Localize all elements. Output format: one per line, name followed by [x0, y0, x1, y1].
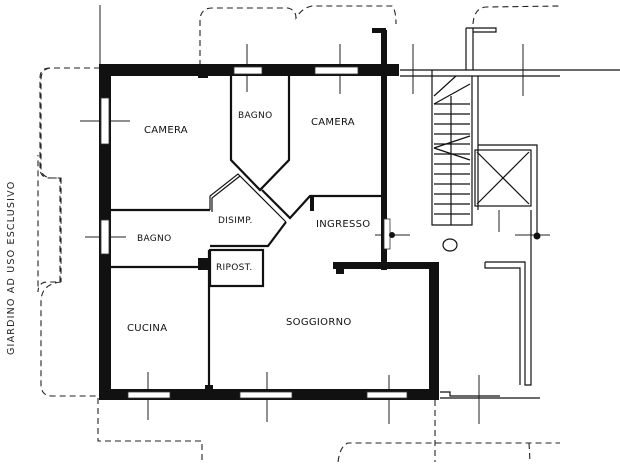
room-labels: CAMERA BAGNO CAMERA DISIMP. BAGNO INGRES… [127, 111, 370, 334]
room-label-bagno-1: BAGNO [238, 111, 272, 121]
room-label-bagno-2: BAGNO [137, 234, 171, 244]
room-label-disimp: DISIMP. [218, 216, 253, 226]
room-label-soggiorno: SOGGIORNO [286, 317, 352, 328]
room-label-camera-1: CAMERA [144, 125, 188, 136]
windows [100, 66, 408, 399]
room-label-ingresso: INGRESSO [316, 219, 370, 230]
column-marker [442, 238, 458, 252]
stair-steps [433, 75, 471, 225]
exterior-walls [99, 28, 439, 400]
interior-walls [110, 75, 384, 392]
room-label-ripost: RIPOST. [216, 263, 253, 273]
room-label-cucina: CUCINA [127, 323, 167, 334]
garden-outlines [37, 5, 561, 463]
lift-shaft [474, 149, 532, 207]
garden-side-note: GIARDINO AD USO ESCLUSIVO [6, 181, 17, 355]
room-label-camera-2: CAMERA [311, 117, 355, 128]
stairwell [389, 27, 620, 399]
